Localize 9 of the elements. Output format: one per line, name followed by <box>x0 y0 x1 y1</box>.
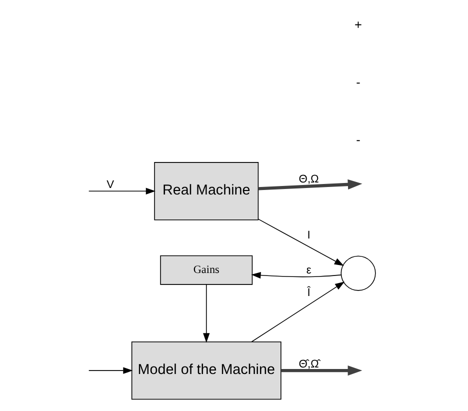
edge-label: I <box>307 229 310 242</box>
label: - <box>356 132 360 147</box>
label: - <box>356 74 360 90</box>
edge-label: Î <box>307 286 310 299</box>
label: + <box>354 17 362 32</box>
edge-label: Θ,Ω <box>298 174 319 186</box>
edge-label: V <box>106 179 114 192</box>
edge-label: Θ̂,Ω̂ <box>298 358 319 371</box>
edge-label: ε <box>306 264 312 276</box>
